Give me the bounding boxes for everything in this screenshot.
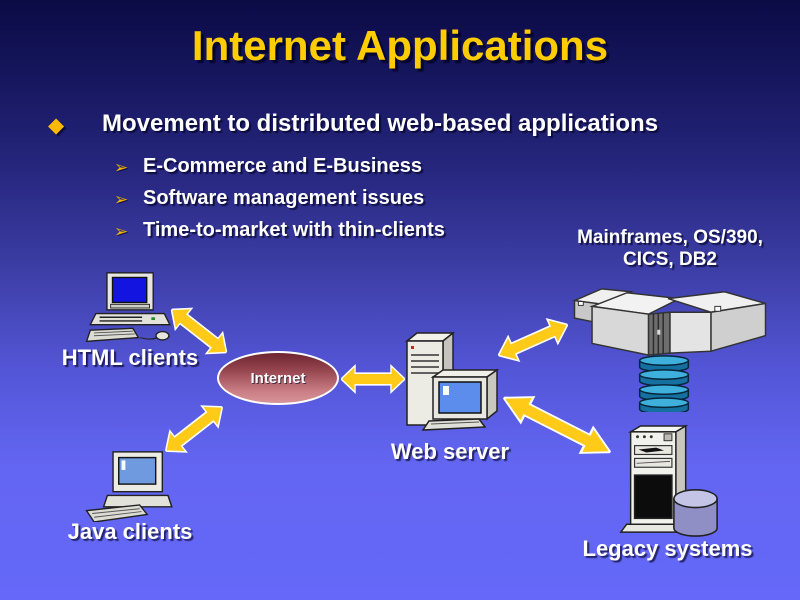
double-arrow-icon [497, 317, 569, 363]
connector-internet-web-server [341, 364, 405, 394]
mainframe-icon [572, 288, 767, 357]
sub-bullet-ecommerce: E-Commerce and E-Business [143, 155, 422, 177]
arrow-bullet-icon: ➢ [114, 222, 129, 241]
arrow-bullet-icon: ➢ [114, 158, 129, 177]
diamond-bullet-icon: ◆ [48, 114, 65, 137]
legacy-systems-label: Legacy systems [582, 536, 753, 561]
legacy-server-icon [612, 424, 722, 538]
double-arrow-icon [170, 307, 228, 355]
tower-server-with-database-icon [619, 424, 718, 537]
connector-web-server-mainframes [492, 311, 574, 369]
connector-web-server-legacy [496, 384, 617, 467]
connector-java-clients-internet [156, 395, 231, 463]
desktop-computer-icon [85, 272, 171, 343]
database-disk-stack-icon [635, 354, 693, 412]
double-arrow-icon [164, 405, 224, 453]
mainframes-label-line2: CICS, DB2 [623, 249, 717, 270]
java-clients-computer-icon [84, 450, 180, 522]
web-server-computer-icon [393, 329, 501, 437]
java-clients-label: Java clients [67, 519, 193, 544]
page-title: Internet Applications [191, 22, 609, 69]
double-arrow-icon [501, 396, 613, 454]
internet-label: Internet [250, 369, 306, 387]
double-arrow-icon [341, 364, 405, 394]
html-clients-label: HTML clients [61, 345, 199, 370]
web-server-label: Web server [390, 439, 510, 464]
mainframes-label: Mainframes, OS/390, CICS, DB2 [555, 227, 785, 271]
sub-bullet-software: Software management issues [143, 187, 425, 209]
html-clients-computer-icon [84, 271, 178, 345]
arrow-bullet-icon: ➢ [114, 190, 129, 209]
internet-node: Internet [217, 351, 339, 405]
disk-stack-icon [638, 355, 690, 412]
mainframe-cabinets-icon [572, 283, 768, 359]
connector-html-clients-internet [162, 298, 236, 365]
sub-bullet-timetomarket: Time-to-market with thin-clients [143, 219, 445, 241]
main-bullet-text: Movement to distributed web-based applic… [102, 110, 659, 137]
desktop-computer-icon [85, 451, 173, 522]
server-tower-with-monitor-icon [404, 331, 500, 431]
mainframes-label-line1: Mainframes, OS/390, [577, 227, 763, 248]
